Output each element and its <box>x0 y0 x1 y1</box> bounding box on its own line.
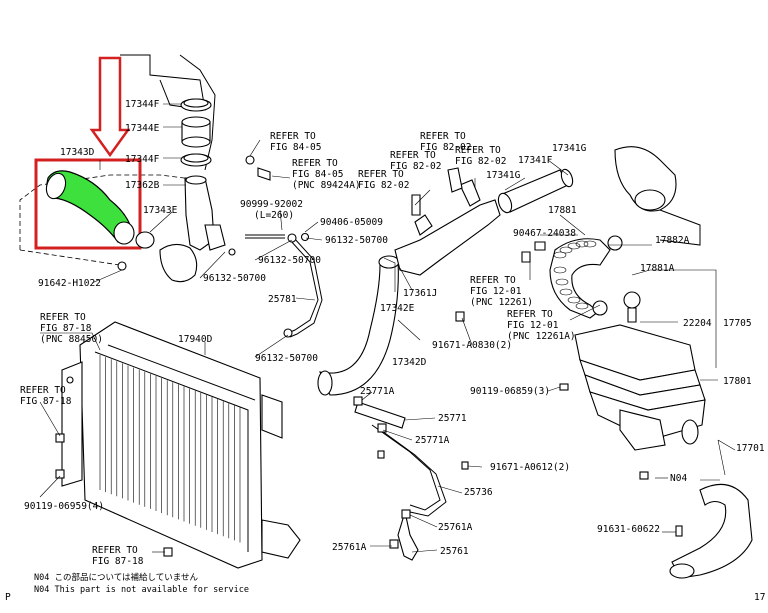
label-17342e: 17342E <box>380 303 415 314</box>
highlight-arrow <box>89 56 131 158</box>
label-17341g-b: 17341G <box>486 170 521 181</box>
label-90406: 90406-05009 <box>320 217 383 228</box>
footer-right-number: 17 <box>754 592 765 603</box>
label-90999-2: (L=260) <box>254 210 294 221</box>
hose-17342d <box>317 255 400 396</box>
footer-note-jp: N04 この部品については補給していません <box>34 572 199 583</box>
label-90119-b: 90119-06959(4) <box>24 501 104 512</box>
clamp-17343e <box>135 231 155 249</box>
ref-82-02c-line1: REFER TO <box>455 145 501 156</box>
label-17344f-mid: 17344F <box>125 154 160 165</box>
ref-82-02c-line2: FIG 82-02 <box>455 156 506 167</box>
leader-lines <box>39 103 736 553</box>
clamp-stack <box>159 98 226 283</box>
ref-87-18a-line2: FIG 87-18 <box>40 323 92 334</box>
label-17881: 17881 <box>548 205 577 216</box>
label-17940d: 17940D <box>178 334 213 345</box>
intercooler-17940d <box>61 321 301 569</box>
ref-82-02a-line2: FIG 82-02 <box>420 142 471 153</box>
footer: P N04 この部品については補給していません N04 This part is… <box>5 572 765 603</box>
label-96132-c: 96132-50700 <box>325 235 388 246</box>
ref-12-01a-line2: FIG 12-01 <box>470 286 522 297</box>
hose-17881 <box>549 235 623 319</box>
label-96132-d: 96132-50700 <box>255 353 318 364</box>
ref-84-05b-line3: (PNC 89424A) <box>292 180 361 191</box>
label-91631: 91631-60622 <box>597 524 660 535</box>
label-17343d: 17343D <box>60 147 95 158</box>
hose-17341f <box>497 168 574 214</box>
label-17882a: 17882A <box>655 235 690 246</box>
label-17881a: 17881A <box>640 263 675 274</box>
ref-82-02b-line1: REFER TO <box>390 150 436 161</box>
duct-17701 <box>669 483 753 579</box>
ref-87-18b-line2: FIG 87-18 <box>20 396 72 407</box>
label-22204: 22204 <box>683 318 712 329</box>
ref-84-05b-line1: REFER TO <box>292 158 338 169</box>
label-25771: 25771 <box>438 413 467 424</box>
label-17705: 17705 <box>723 318 752 329</box>
ref-12-01a-line1: REFER TO <box>470 275 516 286</box>
label-17362b: 17362B <box>125 180 160 191</box>
label-90999-1: 90999-92002 <box>240 199 303 210</box>
label-96132-a: 96132-50700 <box>203 273 266 284</box>
label-96132-b: 96132-50700 <box>258 255 321 266</box>
label-25771a-a: 25771A <box>360 386 395 397</box>
label-17344f-top: 17344F <box>125 99 160 110</box>
label-90119-a: 90119-06859(3) <box>470 386 550 397</box>
label-n04: N04 <box>670 473 687 484</box>
ref-87-18c-line1: REFER TO <box>92 545 138 556</box>
ref-12-01b-line3: (PNC 12261A) <box>507 331 576 342</box>
ref-12-01b-line1: REFER TO <box>507 309 553 320</box>
engine-outline <box>19 54 216 266</box>
pipe-17361j <box>394 179 501 276</box>
turbo-outline <box>614 146 701 246</box>
ref-12-01a-line3: (PNC 12261) <box>470 297 533 308</box>
footer-note-en: N04 This part is not available for servi… <box>34 585 249 595</box>
label-17343e: 17343E <box>143 205 178 216</box>
label-17342d: 17342D <box>392 357 427 368</box>
fasteners <box>55 155 683 557</box>
highlighted-hose-17343d <box>34 56 142 250</box>
label-25781: 25781 <box>268 294 297 305</box>
ref-87-18c-line2: FIG 87-18 <box>92 556 144 567</box>
label-91671-b: 91671-A0612(2) <box>490 462 570 473</box>
label-25761: 25761 <box>440 546 469 557</box>
label-25761a-b: 25761A <box>332 542 367 553</box>
label-91671-a: 91671-A0830(2) <box>432 340 512 351</box>
ref-84-05b-line2: FIG 84-05 <box>292 169 343 180</box>
ref-84-05-line2: FIG 84-05 <box>270 142 321 153</box>
ref-82-02a-line1: REFER TO <box>420 131 466 142</box>
label-17701: 17701 <box>736 443 765 454</box>
ref-87-18b-line1: REFER TO <box>20 385 66 396</box>
ref-82-02b-line2: FIG 82-02 <box>390 161 441 172</box>
label-25761a-a: 25761A <box>438 522 473 533</box>
label-17341f: 17341F <box>518 155 553 166</box>
small-hoses <box>353 396 469 561</box>
part-labels: 17344F 17344E 17344F 17343D 17362B 17343… <box>20 99 765 567</box>
footer-page-marker: P <box>5 592 11 603</box>
label-91642: 91642-H1022 <box>38 278 101 289</box>
label-25771a-b: 25771A <box>415 435 450 446</box>
label-17344e: 17344E <box>125 123 160 134</box>
label-90467: 90467-24038 <box>513 228 576 239</box>
air-cleaner <box>559 291 706 480</box>
ref-12-01b-line2: FIG 12-01 <box>507 320 559 331</box>
label-17801: 17801 <box>723 376 752 387</box>
label-17341g-a: 17341G <box>552 143 587 154</box>
ref-82-02d-line1: REFER TO <box>358 169 404 180</box>
ref-84-05-line1: REFER TO <box>270 131 316 142</box>
vacuum-hose-25781 <box>245 232 323 338</box>
ref-87-18a-line1: REFER TO <box>40 312 86 323</box>
label-17361j: 17361J <box>403 288 437 299</box>
ref-82-02d-line2: FIG 82-02 <box>358 180 409 191</box>
label-25736: 25736 <box>464 487 493 498</box>
highlight-box <box>34 158 142 250</box>
ref-87-18a-line3: (PNC 88450) <box>40 334 103 345</box>
